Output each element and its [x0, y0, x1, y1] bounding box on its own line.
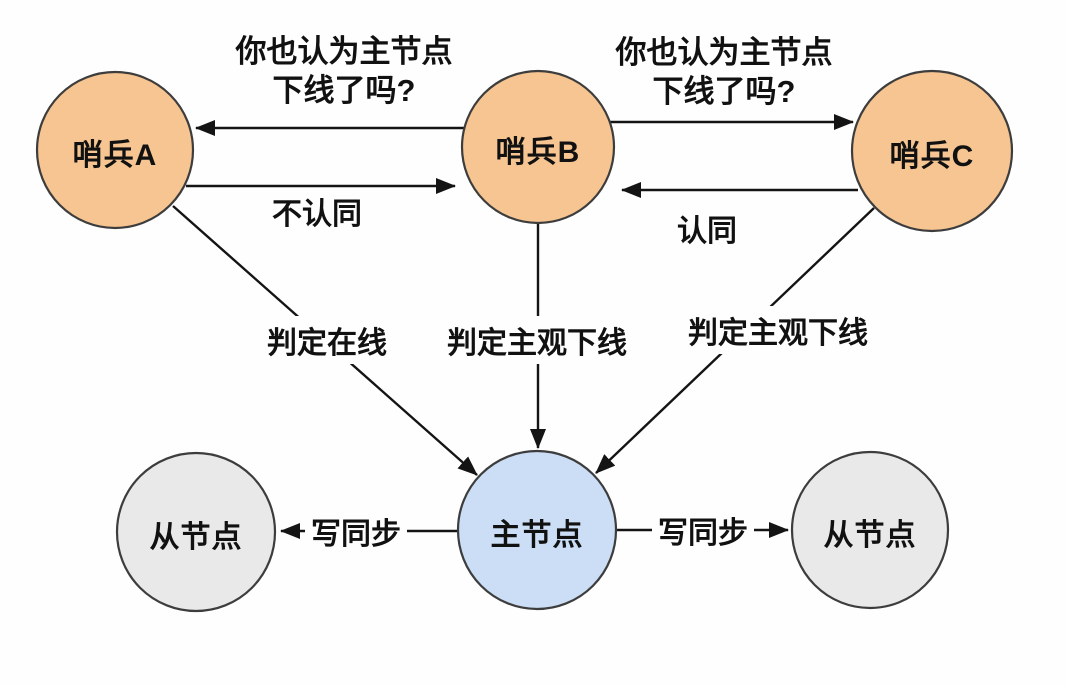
node-sentinel-b-circle — [460, 69, 616, 225]
node-slave-left-circle — [115, 451, 277, 613]
edge-label-ask-left-line1: 你也认为主节点 — [235, 34, 453, 69]
node-sentinel-a-label: 哨兵A — [72, 139, 158, 172]
edge-label-sync-left: 写同步 — [305, 507, 407, 555]
edge-label-ask-right-line2: 下线了吗? — [652, 74, 796, 109]
node-sentinel-c-label: 哨兵C — [889, 140, 975, 173]
edge-label-reply-left: 不认同 — [272, 198, 362, 231]
node-sentinel-b-label: 哨兵B — [495, 136, 581, 169]
node-slave-right-circle — [790, 450, 950, 610]
nodes — [35, 69, 1014, 613]
edge-label-ask-right: 你也认为主节点 下线了吗? — [616, 33, 833, 111]
edge-label-verdict-c: 判定主观下线 — [682, 306, 874, 354]
node-master-label: 主节点 — [490, 519, 584, 552]
edge-label-verdict-b: 判定主观下线 — [441, 316, 633, 364]
edge-label-ask-right-line1: 你也认为主节点 — [615, 35, 833, 70]
node-sentinel-a-circle — [35, 70, 195, 230]
node-sentinel-c-circle — [850, 69, 1014, 233]
edge-label-ask-left-line2: 下线了吗? — [272, 73, 416, 108]
edge-label-sync-right: 写同步 — [652, 506, 754, 554]
node-slave-left-label: 从节点 — [149, 521, 243, 554]
edge-label-verdict-a: 判定在线 — [261, 316, 393, 364]
node-master-circle — [456, 449, 618, 611]
node-slave-right-label: 从节点 — [823, 519, 917, 552]
edge-label-ask-left: 你也认为主节点 下线了吗? — [236, 32, 453, 110]
edge-label-reply-right: 认同 — [677, 215, 737, 248]
